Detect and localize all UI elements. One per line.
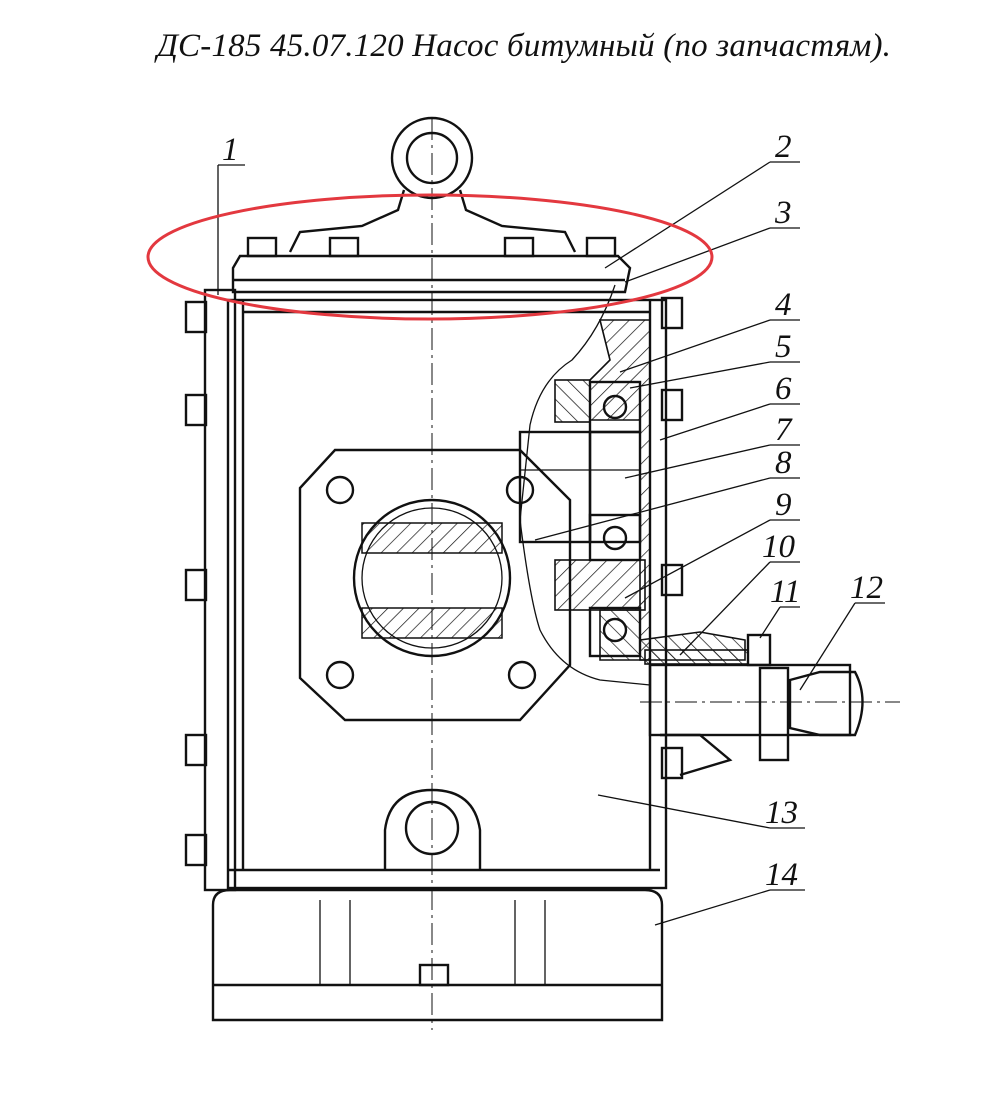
callout-9: 9 [775, 487, 792, 523]
bearing-lower [588, 606, 642, 658]
callout-13: 13 [765, 795, 798, 831]
callout-labels: 1 2 3 4 5 6 7 8 9 10 11 12 13 14 [222, 129, 883, 893]
leader-lines [217, 161, 885, 926]
callout-10: 10 [762, 529, 796, 565]
drive-shaft [640, 663, 900, 777]
callout-3: 3 [774, 195, 792, 231]
inlet-flange [298, 448, 572, 722]
lifting-eye [288, 116, 577, 253]
callout-4: 4 [775, 287, 792, 323]
bearing-upper [588, 380, 642, 434]
callout-14: 14 [765, 857, 798, 893]
callout-2: 2 [775, 129, 792, 165]
callout-1: 1 [222, 132, 239, 168]
callout-11: 11 [770, 574, 801, 610]
side-bolts-right [660, 296, 684, 780]
section-cutaway [518, 284, 772, 686]
callout-7: 7 [775, 412, 793, 448]
callout-6: 6 [775, 371, 792, 407]
callout-5: 5 [775, 329, 792, 365]
callout-12: 12 [850, 570, 883, 606]
callout-8: 8 [775, 445, 792, 481]
highlight-ellipse [146, 193, 714, 321]
top-cover [231, 236, 632, 294]
side-bolts-left [184, 300, 208, 867]
pump-base [211, 888, 664, 1022]
bearing-middle [588, 513, 642, 562]
drawing-title: ДС-185 45.07.120 Насос битумный (по запч… [156, 28, 892, 64]
